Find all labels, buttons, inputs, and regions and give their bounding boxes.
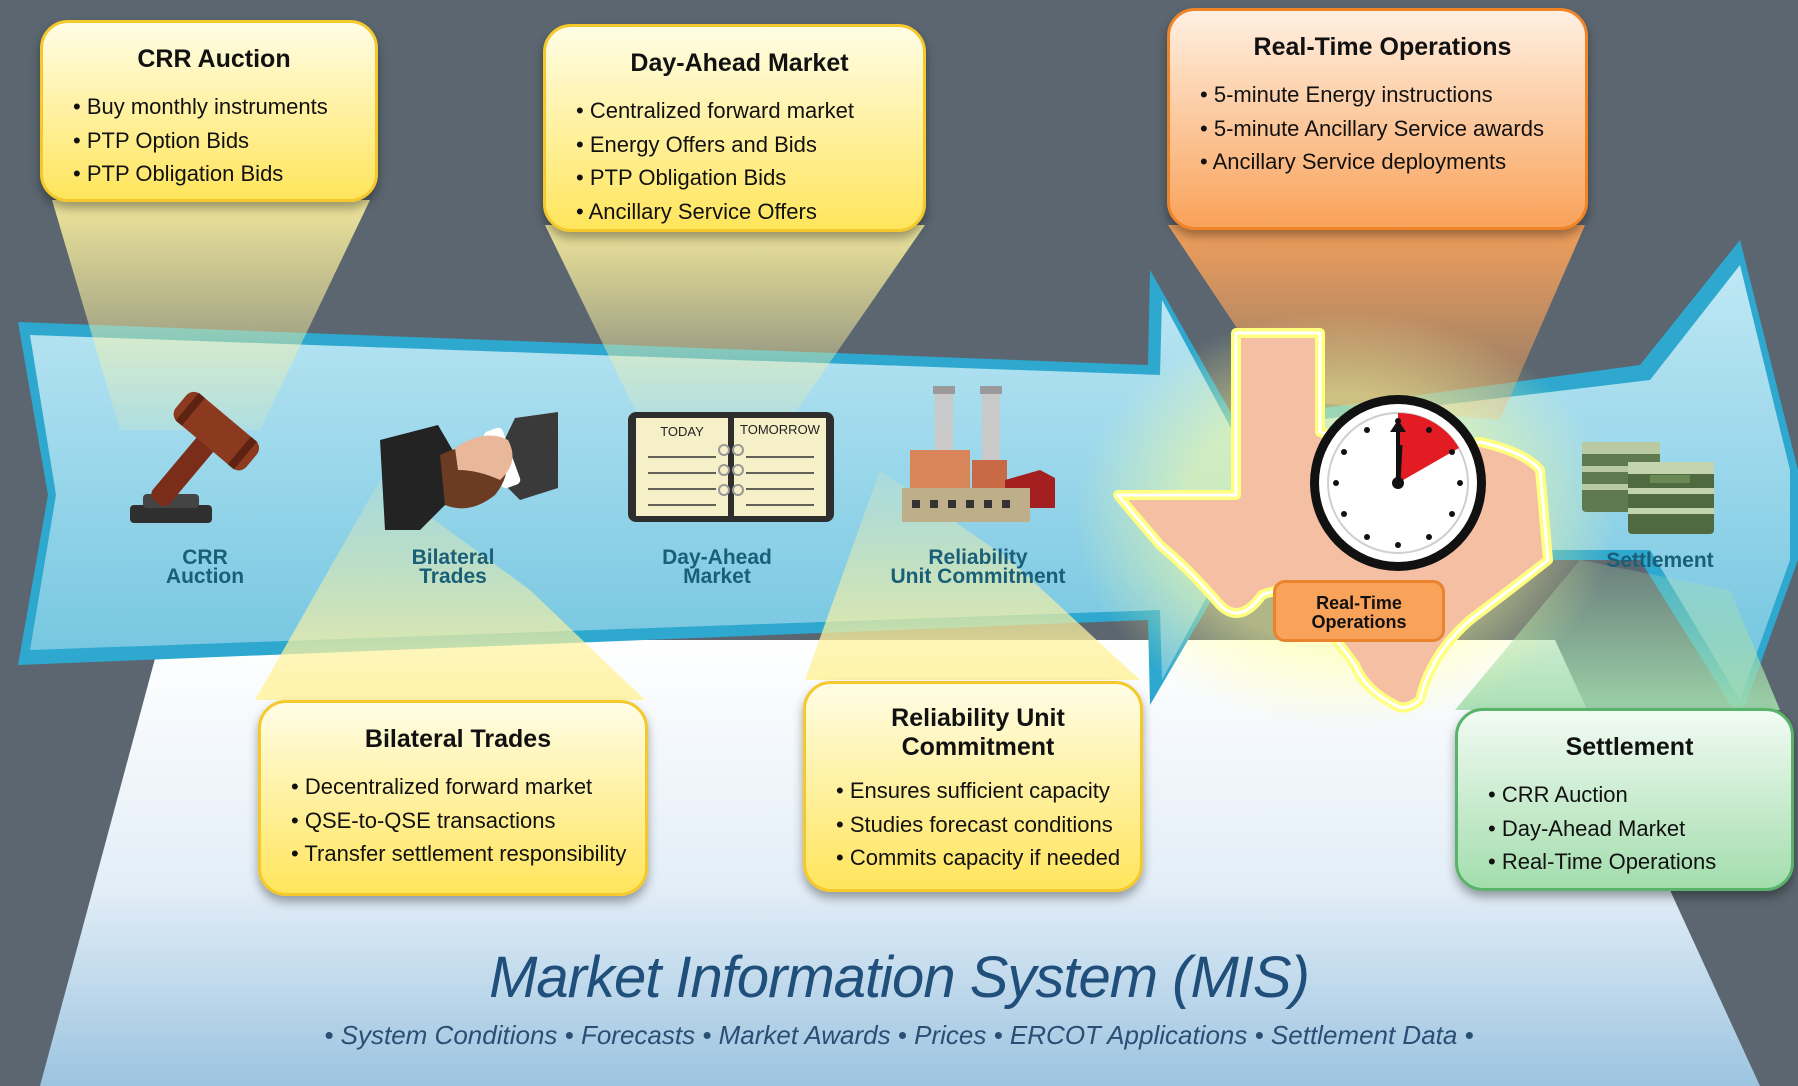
ruc-beam (805, 470, 1140, 680)
settlement-beam (1455, 560, 1780, 710)
list-item: PTP Obligation Bids (73, 157, 355, 191)
reliability-unit-commitment-callout: Reliability Unit Commitment Ensures suff… (803, 681, 1143, 892)
real-time-operations-title: Real-Time Operations (1253, 33, 1512, 61)
mis-title: Market Information System (MIS) (489, 945, 1310, 1010)
stage-label-day-ahead-market: Day-Ahead Market (662, 546, 772, 588)
bilateral-trades-title: Bilateral Trades (364, 725, 552, 753)
handshake-icon (380, 412, 558, 530)
stage-label-reliability-unit-commitment: Reliability Unit Commitment (890, 546, 1066, 588)
power-plant-icon (902, 386, 1055, 522)
clock-icon (1310, 395, 1486, 571)
bilateral-trades-list: Decentralized forward market QSE-to-QSE … (291, 770, 626, 871)
dam-beam (545, 225, 925, 420)
list-item: Centralized forward market (576, 94, 903, 128)
stage-label-real-time-operations: Real-Time Operations (1273, 580, 1445, 642)
settlement-title: Settlement (1565, 733, 1694, 761)
settlement-list: CRR Auction Day-Ahead Market Real-Time O… (1488, 778, 1771, 879)
list-item: Ancillary Service deployments (1200, 145, 1565, 179)
crr-auction-list: Buy monthly instruments PTP Option Bids … (73, 90, 355, 191)
bilateral-trades-callout: Bilateral Trades Decentralized forward m… (258, 700, 648, 896)
mis-subtitle: • System Conditions • Forecasts • Market… (324, 1020, 1474, 1050)
calendar-tomorrow-label: TOMORROW (740, 422, 821, 437)
settlement-callout: Settlement CRR Auction Day-Ahead Market … (1455, 708, 1794, 891)
money-stack-icon (1582, 442, 1714, 534)
stage-label-crr-auction: CRR Auction (165, 546, 245, 588)
stage-label-settlement: Settlement (1606, 549, 1714, 572)
bilateral-beam (255, 480, 645, 700)
list-item: Day-Ahead Market (1488, 812, 1771, 846)
list-item: 5-minute Energy instructions (1200, 78, 1565, 112)
day-ahead-market-list: Centralized forward market Energy Offers… (576, 94, 903, 228)
real-time-operations-callout: Real-Time Operations 5-minute Energy ins… (1167, 8, 1588, 230)
list-item: Ancillary Service Offers (576, 195, 903, 229)
list-item: PTP Option Bids (73, 124, 355, 158)
real-time-operations-list: 5-minute Energy instructions 5-minute An… (1200, 78, 1565, 179)
list-item: PTP Obligation Bids (576, 161, 903, 195)
list-item: Real-Time Operations (1488, 845, 1771, 879)
crr-auction-title: CRR Auction (137, 45, 291, 73)
calendar-icon: TODAY TOMORROW (628, 412, 834, 522)
list-item: Studies forecast conditions (836, 808, 1120, 842)
reliability-unit-commitment-title: Reliability Unit Commitment (891, 704, 1065, 761)
list-item: CRR Auction (1488, 778, 1771, 812)
list-item: Transfer settlement responsibility (291, 837, 626, 871)
reliability-unit-commitment-list: Ensures sufficient capacity Studies fore… (836, 774, 1120, 875)
day-ahead-market-callout: Day-Ahead Market Centralized forward mar… (543, 24, 926, 232)
list-item: Decentralized forward market (291, 770, 625, 804)
crr-auction-callout: CRR Auction Buy monthly instruments PTP … (40, 20, 378, 202)
list-item: 5-minute Ancillary Service awards (1200, 112, 1565, 146)
list-item: Ensures sufficient capacity (836, 774, 1120, 808)
list-item: Commits capacity if needed (836, 841, 1120, 875)
list-item: QSE-to-QSE transactions (291, 804, 625, 838)
day-ahead-market-title: Day-Ahead Market (630, 49, 849, 77)
list-item: Buy monthly instruments (73, 90, 355, 124)
list-item: Energy Offers and Bids (576, 128, 903, 162)
calendar-today-label: TODAY (660, 424, 704, 439)
gavel-icon (130, 391, 260, 523)
stage-label-bilateral-trades: Bilateral Trades (411, 546, 495, 588)
crr-beam (52, 200, 370, 430)
